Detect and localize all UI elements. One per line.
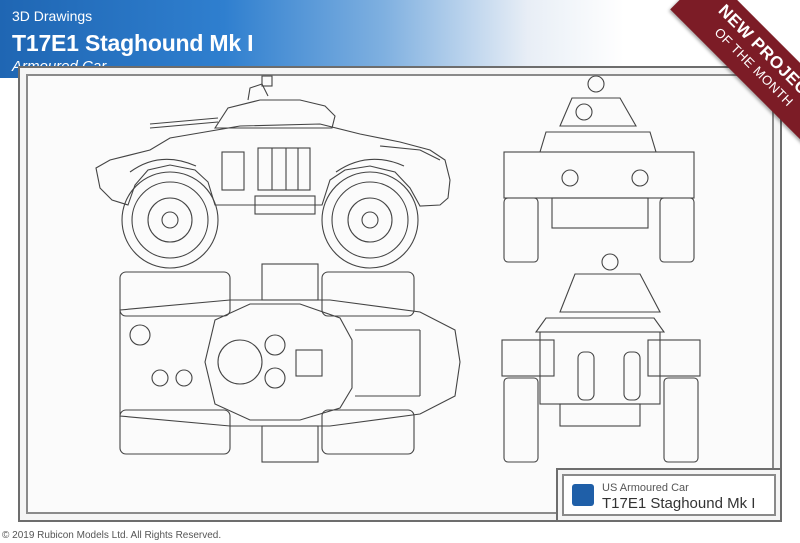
title-block-inner-border: US Armoured Car T17E1 Staghound Mk I (562, 474, 776, 516)
top-view (119, 263, 461, 463)
project-of-month-ribbon: NEW PROJECT OF THE MONTH (640, 0, 800, 160)
title-block-model-name: T17E1 Staghound Mk I (602, 495, 756, 512)
drawing-sheet (18, 66, 782, 522)
drawing-title-block: US Armoured Car T17E1 Staghound Mk I (556, 468, 782, 522)
rubicon-logo-icon (572, 484, 594, 506)
page-title: T17E1 Staghound Mk I (12, 30, 254, 56)
copyright-notice: © 2019 Rubicon Models Ltd. All Rights Re… (2, 530, 222, 541)
ribbon-band: NEW PROJECT OF THE MONTH (670, 0, 800, 151)
side-view (95, 75, 451, 269)
section-label: 3D Drawings (12, 8, 93, 24)
front-view (503, 75, 695, 263)
header-banner: 3D Drawings T17E1 Staghound Mk I Armoure… (0, 0, 800, 78)
rear-view (501, 253, 701, 463)
drawing-sheet-inner-border (26, 74, 774, 514)
title-block-category: US Armoured Car (602, 482, 689, 494)
